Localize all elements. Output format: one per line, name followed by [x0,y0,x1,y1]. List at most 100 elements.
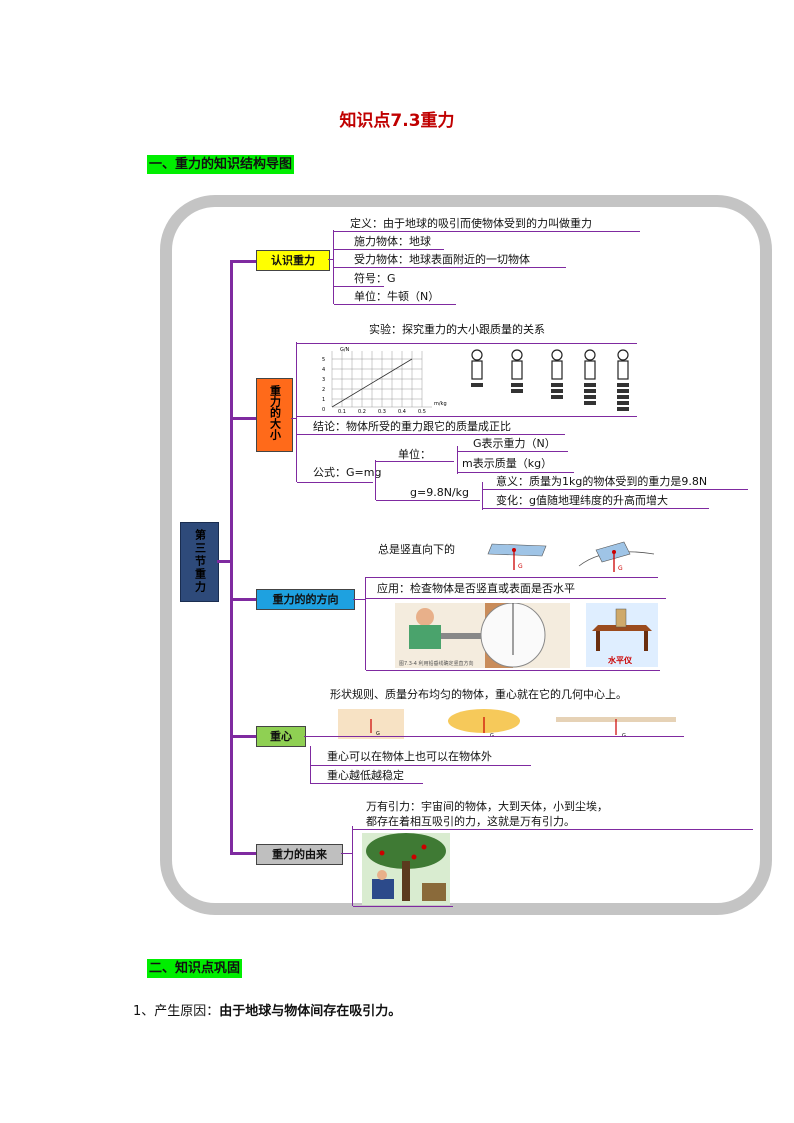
unit-bracket [457,446,458,474]
origin-bracket [352,826,353,906]
section-heading-1: 一、重力的知识结构导图 [147,155,295,174]
center-of-gravity-illustration: G G G [338,709,676,739]
direction-underline-top [366,577,658,578]
branch-recognize-label: 认识重力 [256,250,330,271]
graph-xtick: 0.4 [398,409,406,415]
branch-connector-2 [232,417,256,420]
branch-connector-1 [232,260,256,263]
direction-underline-bottom [366,670,660,671]
center-top: 形状规则、质量分布均匀的物体，重心就在它的几何中心上。 [330,688,627,701]
unit-g-underline [458,451,568,452]
graph-ytick: 2 [322,387,325,393]
formula-bracket [375,460,376,500]
magnitude-tick [291,418,297,419]
center-node-label: 第三节重力 [193,529,207,594]
graph-line [331,358,413,408]
center-node: 第三节重力 [180,522,219,602]
branch-center-label: 重心 [256,726,306,747]
magnitude-underline-exp [297,343,637,344]
magnitude-underline-graph [297,416,637,417]
branch-connector-5 [232,852,256,855]
magnitude-bracket [296,342,297,482]
origin-text: 万有引力：宇宙间的物体，大到天体，小到尘埃，都存在着相互吸引的力，这就是万有引力… [366,800,608,828]
center-underline-1 [311,765,531,766]
origin-tick [341,853,353,854]
branch-origin-label: 重力的由来 [256,844,343,865]
direction-underline-app [366,598,666,599]
plumb-caption: 图7.3-4 利用铅垂线确定竖直方向 [399,660,474,667]
branch-connector-3 [232,598,256,601]
recognize-underline-3 [334,267,566,268]
graph-ytick: 1 [322,397,325,403]
g-change-underline [483,508,709,509]
graph-xtick: 0.5 [418,409,426,415]
magnitude-underline-formula [297,482,373,483]
spring-scales-illustration [471,349,629,411]
recognize-item-2: 施力物体：地球 [354,235,431,248]
main-spine [230,260,233,855]
magnitude-experiment: 实验：探究重力的大小跟质量的关系 [369,323,545,336]
branch-magnitude-label: 重力的大小 [256,378,293,452]
magnitude-underline-conclusion [297,434,565,435]
origin-underline [353,829,753,830]
mind-map-frame [160,195,772,915]
recognize-underline-1 [334,231,640,232]
g-bracket [482,482,483,510]
magnitude-formula: 公式：G=mg [313,466,382,479]
direction-tick [353,599,365,600]
gravity-mass-graph: G/N m/kg 5 4 3 2 1 0 0.1 0.2 0.3 0.4 0.5 [322,347,447,415]
recognize-item-3: 受力物体：地球表面附近的一切物体 [354,253,530,266]
recognize-item-4: 符号：G [354,272,396,285]
center-item-1: 重心可以在物体上也可以在物体外 [327,750,492,763]
knowledge-item-1-prefix: 1、产生原因： [133,1004,220,1019]
knowledge-item-1: 1、产生原因：由于地球与物体间存在吸引力。 [133,1000,401,1019]
direction-top: 总是竖直向下的 [378,543,455,556]
page-title: 知识点7.3重力 [339,111,455,131]
graph-ytick: 5 [322,357,325,363]
recognize-underline-4 [334,286,384,287]
unit-g: G表示重力（N） [473,437,556,450]
formula-unit-label: 单位： [398,448,431,461]
level-illustration: 水平仪 [586,603,658,667]
direction-bracket [365,577,366,670]
unit-m-underline [458,472,574,473]
branch-magnitude-text: 重力的大小 [268,385,282,440]
graph-xtick: 0.1 [338,409,346,415]
recognize-tick [328,259,334,260]
graph-ytick: 0 [322,407,325,413]
magnitude-conclusion: 结论：物体所受的重力跟它的质量成正比 [313,420,511,433]
graph-xtick: 0.2 [358,409,366,415]
graph-ytick: 4 [322,367,325,373]
recognize-item-5: 单位：牛顿（N） [354,290,440,303]
center-connector [217,560,231,563]
section-heading-2: 二、知识点巩固 [147,959,243,978]
plumb-line-illustration: 图7.3-4 利用铅垂线确定竖直方向 [395,603,570,668]
recognize-bracket [333,230,334,304]
unit-m: m表示质量（kg） [462,457,553,470]
graph-ytick: 3 [322,377,325,383]
level-label: 水平仪 [607,655,633,665]
formula-unit-underline [376,461,454,462]
g-change: 变化：g值随地理纬度的升高而增大 [496,494,668,507]
center-underline-2 [311,783,423,784]
direction-application: 应用：检查物体是否竖直或表面是否水平 [377,582,575,595]
g-meaning-underline [483,489,748,490]
center-underline-top [304,736,684,737]
newton-apple-illustration [362,833,450,905]
incline-illustration: G G [487,541,655,572]
recognize-item-1: 定义：由于地球的吸引而使物体受到的力叫做重力 [350,217,592,230]
branch-direction-label: 重力的的方向 [256,589,355,610]
g-meaning: 意义：质量为1kg的物体受到的重力是9.8N [496,475,708,488]
g-value-underline [376,500,480,501]
center-item-2: 重心越低越稳定 [327,769,404,782]
direction-g-label-1: G [518,563,523,570]
g-value: g=9.8N/kg [410,486,469,499]
branch-connector-4 [232,735,256,738]
direction-g-label-2: G [618,565,623,572]
graph-xtick: 0.3 [378,409,386,415]
recognize-underline-5 [334,304,456,305]
origin-underline-bottom [353,906,453,907]
center-g-label-1: G [376,731,380,737]
graph-ylabel: G/N [340,347,350,353]
knowledge-item-1-text: 由于地球与物体间存在吸引力。 [219,1004,402,1019]
